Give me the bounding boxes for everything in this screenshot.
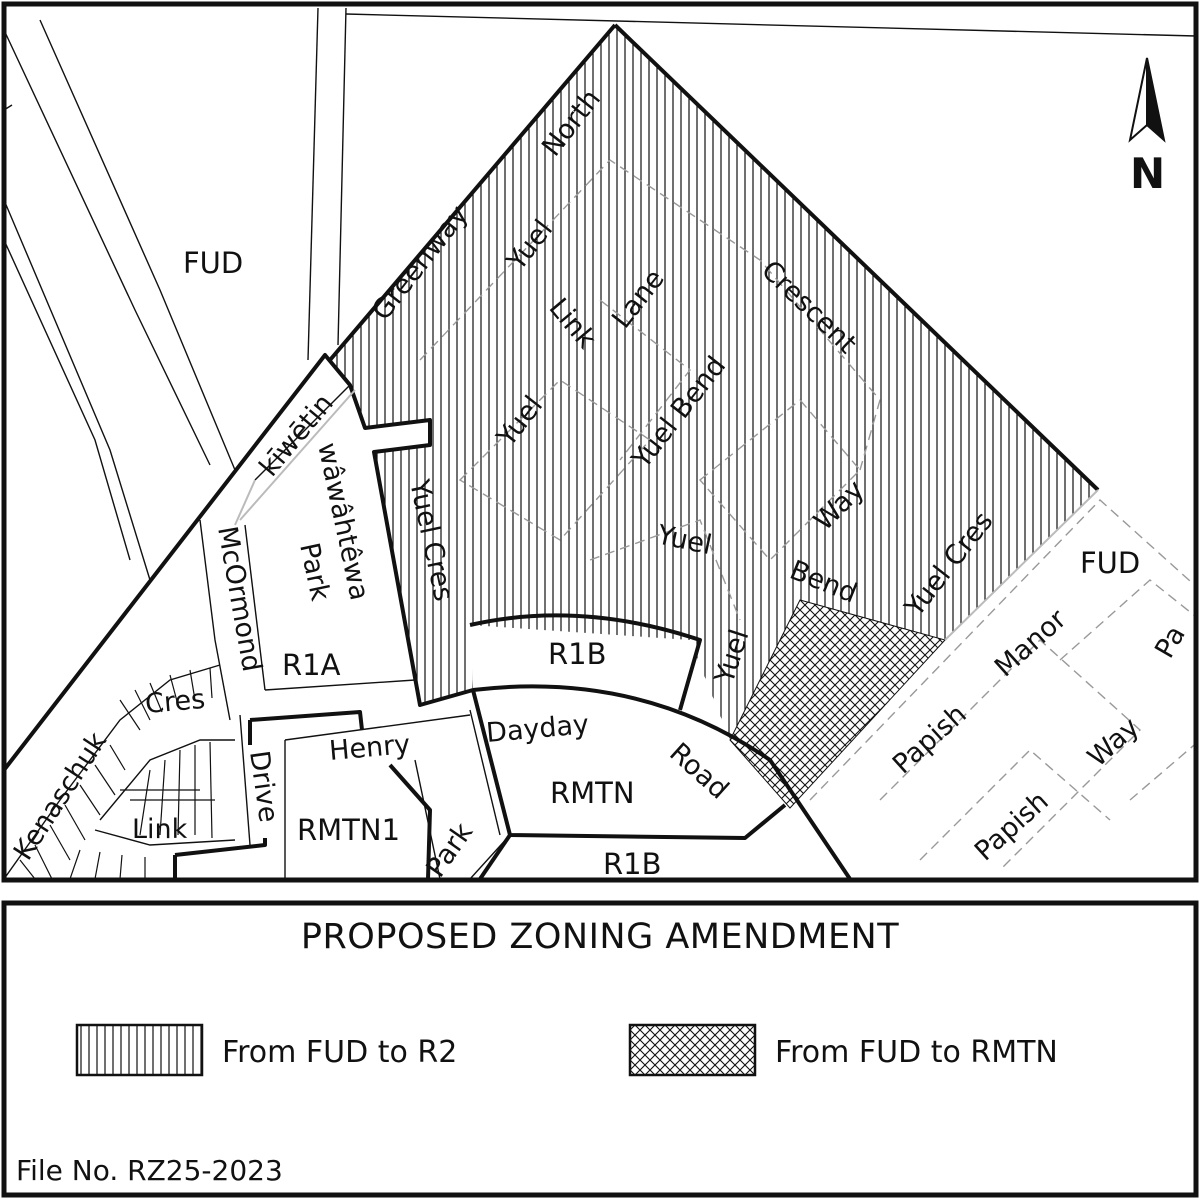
zone-label-rmtn1: RMTN1	[297, 813, 400, 847]
east-roads	[809, 499, 1196, 871]
legend-label-rmtn: From FUD to RMTN	[775, 1035, 1058, 1070]
zone-label-fud-east: FUD	[1080, 546, 1140, 580]
north-arrow-icon	[1128, 57, 1166, 143]
legend-swatch-rmtn	[628, 1023, 757, 1077]
zone-label-rmtn: RMTN	[550, 776, 635, 810]
zone-label-r1a: R1A	[282, 648, 341, 682]
zone-label-fud-nw: FUD	[183, 246, 243, 280]
legend-swatch-r2	[75, 1023, 204, 1077]
zoning-boundaries	[4, 23, 1100, 879]
internal-roads	[419, 159, 881, 621]
lot-lines	[19, 667, 215, 879]
file-number: File No. RZ25-2023	[16, 1154, 283, 1187]
street-label-link-sw: Link	[132, 814, 188, 845]
street-label-henry: Henry	[328, 729, 412, 767]
map-frame	[1, 1, 1199, 883]
legend-frame	[1, 900, 1199, 1198]
grey-boundaries	[234, 389, 1099, 641]
street-label-cres-sw: Cres	[144, 684, 207, 720]
legend-title: PROPOSED ZONING AMENDMENT	[301, 917, 899, 957]
rmtn-amendment-area	[729, 599, 946, 809]
zone-label-r1b-top: R1B	[548, 637, 607, 671]
zone-label-r1b-bottom: R1B	[603, 847, 662, 881]
north-label: N	[1130, 149, 1165, 198]
legend-label-r2: From FUD to R2	[222, 1035, 457, 1070]
r2-amendment-area	[330, 25, 1098, 740]
